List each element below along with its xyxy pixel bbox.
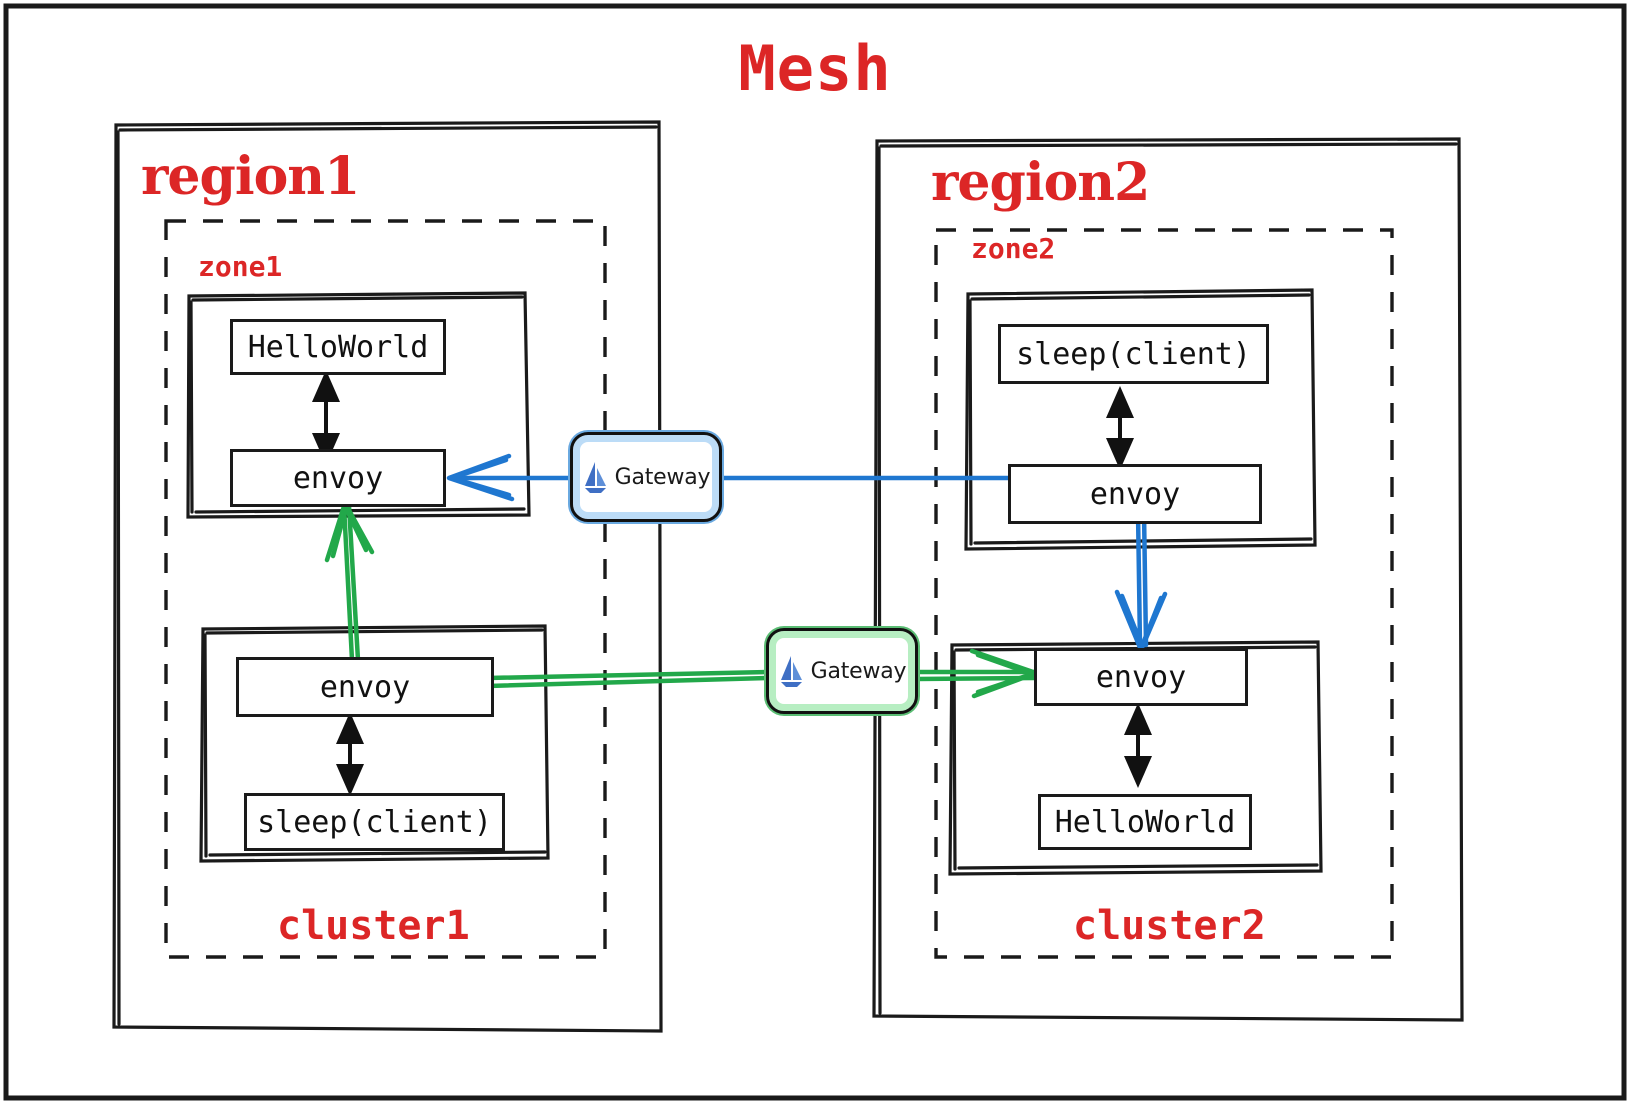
arrow-region2-envoy-helloworld	[1124, 703, 1152, 788]
gateway-green-label: Gateway	[810, 658, 907, 684]
page-title: Mesh	[738, 32, 892, 105]
zone2-label: zone2	[971, 232, 1056, 265]
service-box-region1-sleep-client[interactable]: sleep(client)	[244, 793, 505, 851]
service-box-region1-envoy-a[interactable]: envoy	[230, 449, 446, 507]
region1-box	[112, 120, 663, 1033]
gateway-green[interactable]: Gateway	[766, 628, 918, 714]
zone1-label: zone1	[198, 250, 283, 283]
service-box-region1-envoy-b[interactable]: envoy	[236, 657, 494, 717]
region2-box	[872, 137, 1464, 1022]
istio-sail-icon	[584, 462, 606, 493]
service-box-region2-helloworld[interactable]: HelloWorld	[1038, 794, 1252, 850]
arrow-region1-envoy-sleep	[336, 712, 364, 796]
service-box-region1-helloworld[interactable]: HelloWorld	[230, 319, 446, 375]
service-box-region2-envoy-a[interactable]: envoy	[1008, 464, 1262, 524]
service-box-region2-envoy-b[interactable]: envoy	[1034, 648, 1248, 706]
istio-sail-icon	[780, 656, 802, 687]
cluster1-label: cluster1	[277, 903, 470, 949]
region2-label: region2	[931, 152, 1150, 213]
service-box-region2-sleep-client[interactable]: sleep(client)	[998, 324, 1269, 384]
gateway-blue-label: Gateway	[614, 464, 711, 490]
arrow-region2-sleep-envoy	[1106, 386, 1134, 470]
region1-label: region1	[141, 146, 360, 207]
cluster2-label: cluster2	[1073, 903, 1266, 949]
gateway-blue[interactable]: Gateway	[570, 432, 722, 522]
